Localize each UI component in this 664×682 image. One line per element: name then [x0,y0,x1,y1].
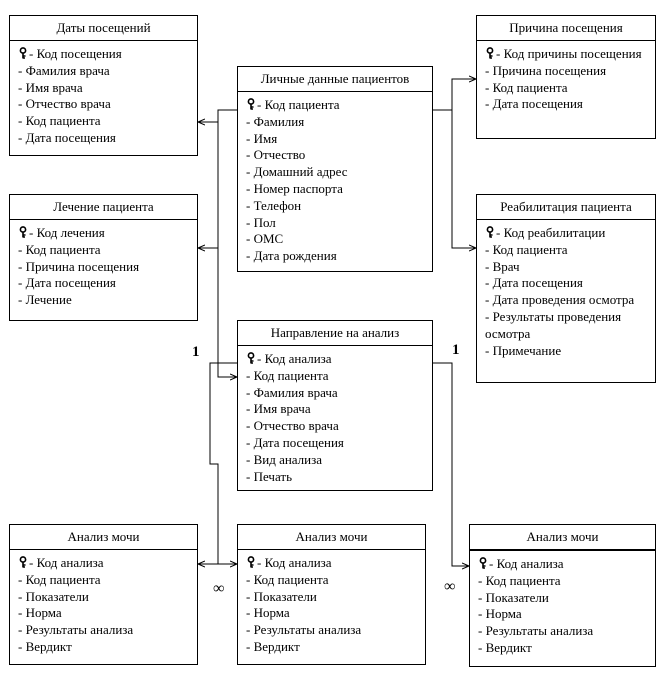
field-row: - Номер паспорта [246,180,343,196]
entity-visit-dates: Даты посещений - Код посещения - Фамилия… [9,15,198,156]
field-row: - Код пациента [246,367,329,383]
entity-rehab: Реабилитация пациента - Код реабилитации… [476,194,656,383]
key-icon [19,226,27,238]
cardinality-one-left: 1 [192,344,200,360]
entity-title: Анализ мочи [10,525,197,550]
field-row: - Код причины посещения [485,46,651,63]
field-row: - Имя врача [18,79,83,95]
key-icon [486,47,494,59]
field-row: - Отчество врача [18,96,111,112]
cardinality-one-right: 1 [452,342,460,358]
field-row: - Лечение [18,292,72,308]
key-icon [19,47,27,59]
field-row: - Дата рождения [246,248,337,264]
field-row: - Печать [246,468,292,484]
field-row: - Код пациента [18,571,101,587]
field-row: - Результаты анализа [478,623,594,639]
entity-title: Причина посещения [477,16,655,41]
field-row: - Телефон [246,197,302,213]
field-row: - Результаты проведения осмотра [485,308,622,341]
entity-title: Личные данные пациентов [238,67,432,92]
entity-title: Лечение пациента [10,195,197,220]
field-row: - Код пациента [18,241,101,257]
entity-visit-reason: Причина посещения - Код причины посещени… [476,15,656,139]
field-row: - Норма [478,606,522,622]
field-row: - Код пациента [246,571,329,587]
field-row: - Код анализа [246,555,421,572]
field-row: - Домашний адрес [246,164,348,180]
field-row: - Фамилия врача [246,384,338,400]
field-row: - Вердикт [246,638,300,654]
key-icon [247,98,255,110]
field-row: - Дата проведения осмотра [485,292,635,308]
field-row: - Результаты анализа [246,622,362,638]
field-row: - Фамилия [246,113,305,129]
field-row: - Имя врача [246,401,311,417]
field-row: - Показатели [246,588,317,604]
field-row: - Дата посещения [18,275,116,291]
field-row: - Код пациента [18,113,101,129]
field-row: - Врач [485,258,520,274]
link-patient-analysis-referral [217,248,237,377]
field-row: - Пол [246,214,276,230]
field-row: - Вид анализа [246,451,323,467]
field-row: - Норма [246,605,290,621]
field-row: - Имя [246,130,278,146]
field-row: - Код посещения [18,46,193,63]
field-row: - Дата посещения [246,434,344,450]
entity-urine-analysis-right: Анализ мочи - Код анализа - Код пациента… [469,524,656,667]
field-row: - Код пациента [478,572,561,588]
link-patient-treatment [198,122,219,248]
key-icon [247,556,255,568]
field-row: - Код реабилитации [485,225,651,242]
field-row: - Код пациента [485,241,568,257]
entity-urine-analysis-left: Анализ мочи - Код анализа - Код пациента… [9,524,198,665]
field-row: - Дата посещения [485,96,583,112]
link-patient-visit-reason [433,79,476,111]
field-row: - Вердикт [18,638,72,654]
link-referral-urine-left [198,362,237,564]
key-icon [247,352,255,364]
cardinality-many-right: ∞ [444,578,456,595]
cardinality-many-left: ∞ [213,580,225,597]
entity-title: Реабилитация пациента [477,195,655,220]
field-row: - Код пациента [485,79,568,95]
field-row: - Код анализа [18,555,193,572]
field-row: - Причина посещения [18,258,140,274]
field-row: - Вердикт [478,639,532,655]
field-row: - Примечание [485,342,562,358]
entity-treatment: Лечение пациента - Код лечения - Код пац… [9,194,198,321]
entity-analysis-referral: Направление на анализ - Код анализа - Ко… [237,320,433,491]
field-row: - Код лечения [18,225,193,242]
field-row: - Показатели [18,588,89,604]
field-row: - Отчество [246,147,306,163]
field-row: - Показатели [478,589,549,605]
field-row: - Результаты анализа [18,622,134,638]
entity-urine-analysis-middle: Анализ мочи - Код анализа - Код пациента… [237,524,426,665]
link-referral-urine-right [433,362,469,566]
link-patient-visit-dates [198,109,237,122]
field-row: - Отчество врача [246,418,339,434]
entity-title: Анализ мочи [470,525,655,551]
field-row: - Фамилия врача [18,62,110,78]
entity-title: Даты посещений [10,16,197,41]
entity-title: Анализ мочи [238,525,425,550]
field-row: - Норма [18,605,62,621]
field-row: - Код анализа [478,556,651,573]
key-icon [479,557,487,569]
field-row: - Код пациента [246,97,428,114]
field-row: - ОМС [246,231,284,247]
entity-title: Направление на анализ [238,321,432,346]
link-patient-rehab [451,110,476,248]
field-row: - Причина посещения [485,62,607,78]
field-row: - Дата посещения [18,129,116,145]
entity-patient-data: Личные данные пациентов - Код пациента -… [237,66,433,272]
field-row: - Дата посещения [485,275,583,291]
field-row: - Код анализа [246,351,428,368]
key-icon [486,226,494,238]
key-icon [19,556,27,568]
